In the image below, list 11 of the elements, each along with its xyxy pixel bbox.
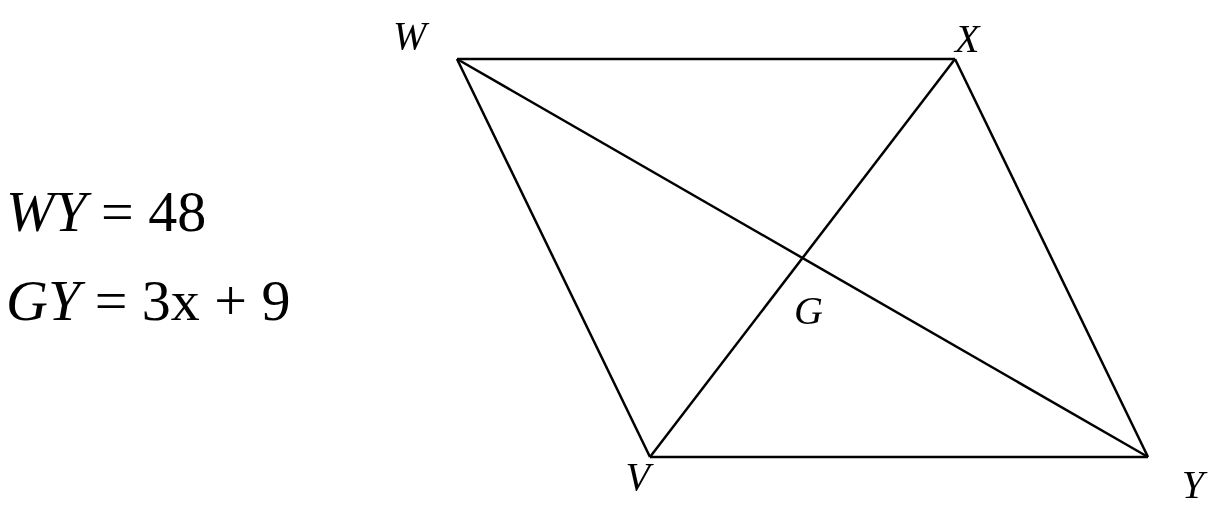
line-segment — [455, 58, 652, 458]
line-segment — [456, 57, 1149, 459]
line-segment — [649, 58, 956, 458]
line-segment — [650, 455, 1148, 459]
point-label: G — [794, 291, 823, 331]
equation: GY = 3x + 9 — [6, 272, 291, 330]
equation: WY = 48 — [6, 183, 207, 241]
vertex-label: X — [955, 12, 997, 59]
vertex-label: W — [393, 16, 457, 59]
line-segment — [457, 57, 955, 61]
line-segment — [953, 58, 1150, 458]
